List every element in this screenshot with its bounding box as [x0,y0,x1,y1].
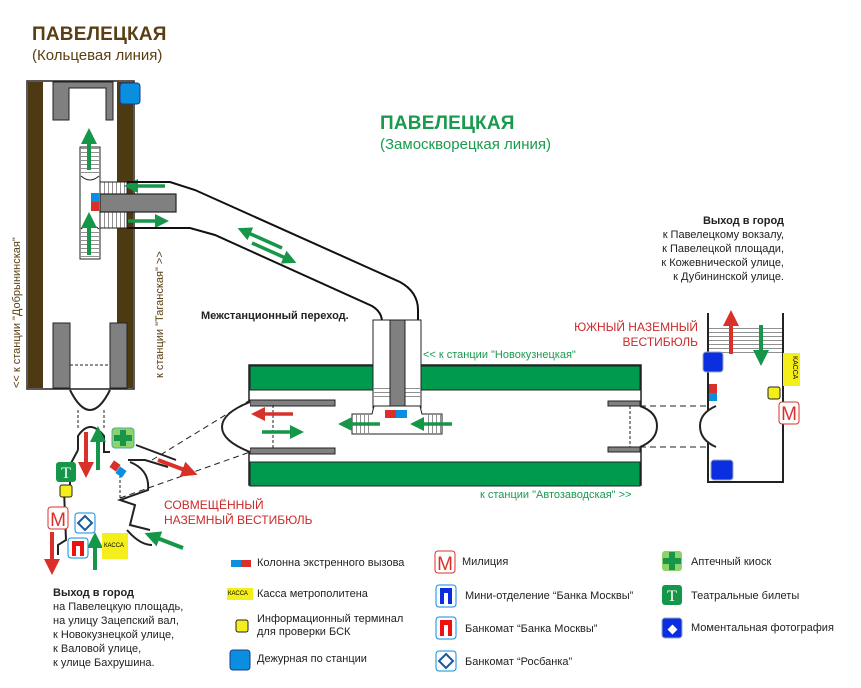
photo-booth-icon [702,351,724,373]
svg-text:T: T [667,588,677,605]
combined-vestibule-label: СОВМЕЩЁННЫЙ НАЗЕМНЫЙ ВЕСТИБЮЛЬ [164,498,313,527]
bank-moscow-branch-icon [710,459,734,481]
direction-dobryninskaya: << к станции "Добрынинская" [11,237,23,388]
legend-info-terminal: Информационный терминал для проверки БСК [257,613,404,638]
legend-bank-moscow-atm: Банкомат “Банка Москвы” [465,623,598,635]
theatre-tickets-icon [56,462,76,482]
police-icon [778,401,800,425]
ticket-office-icon [783,353,800,386]
rosbank-atm-icon [74,512,96,534]
ring-line-title: ПАВЕЛЕЦКАЯ [32,24,167,45]
emergency-call-column-icon [91,193,99,202]
legend-station-duty: Дежурная по станции [257,653,367,665]
direction-avtozavodskaya: к станции "Автозаводская" >> [480,489,632,501]
station-duty-icon [119,82,141,105]
combined-kassa-label: КАССА [104,543,124,549]
ring-line-subtitle: (Кольцевая линия) [32,47,163,64]
svg-text:M: M [50,510,66,531]
zamosk-line-subtitle: (Замоскворецкая линия) [380,136,551,153]
legend-icons: M T [227,550,683,672]
direction-taganskaya: к станции "Таганская" >> [154,251,166,378]
legend-ticket-office: Касса метрополитена [257,588,368,600]
zamosk-line-title: ПАВЕЛЕЦКАЯ [380,113,515,134]
south-vestibule-label: ЮЖНЫЙ НАЗЕМНЫЙ ВЕСТИБЮЛЬ [574,320,698,349]
svg-text:M: M [437,554,453,575]
ring-track-right [117,82,133,388]
transfer-label: Межстанционный переход. [201,310,349,322]
combined-exit-title: Выход в город [53,587,135,599]
legend-bank-moscow-branch: Мини-отделение “Банка Москвы” [465,590,634,602]
legend-kassa-icon-text: КАССА [228,591,248,597]
combined-vestibule: T M [44,389,251,575]
zamoskvoretskaya-station [220,319,716,487]
direction-novokuznetskaya: << к станции "Новокузнецкая" [423,349,576,361]
ring-track-left [28,82,43,388]
legend-rosbank-atm: Банкомат “Росбанка” [465,656,573,668]
svg-text:T: T [61,465,71,482]
legend-theatre-tickets: Театральные билеты [691,590,800,602]
ticket-office-icon [102,533,128,559]
south-kassa-label: КАССА [791,356,798,380]
legend-photo-booth: Моментальная фотография [691,622,834,634]
info-terminal-icon [767,386,781,400]
south-vestibule: M [698,310,800,483]
legend-police: Милиция [462,556,509,568]
south-exit-title: Выход в город [702,215,784,227]
legend-emergency-column: Колонна экстренного вызова [257,557,405,569]
combined-exit-info: Выход в город на Павелецкую площадь, на … [53,587,184,669]
svg-text:M: M [781,404,797,425]
south-exit-info: Выход в город к Павелецкому вокзалу, к П… [661,215,784,283]
ring-line-station [26,80,177,390]
legend-pharmacy: Аптечный киоск [691,556,772,568]
